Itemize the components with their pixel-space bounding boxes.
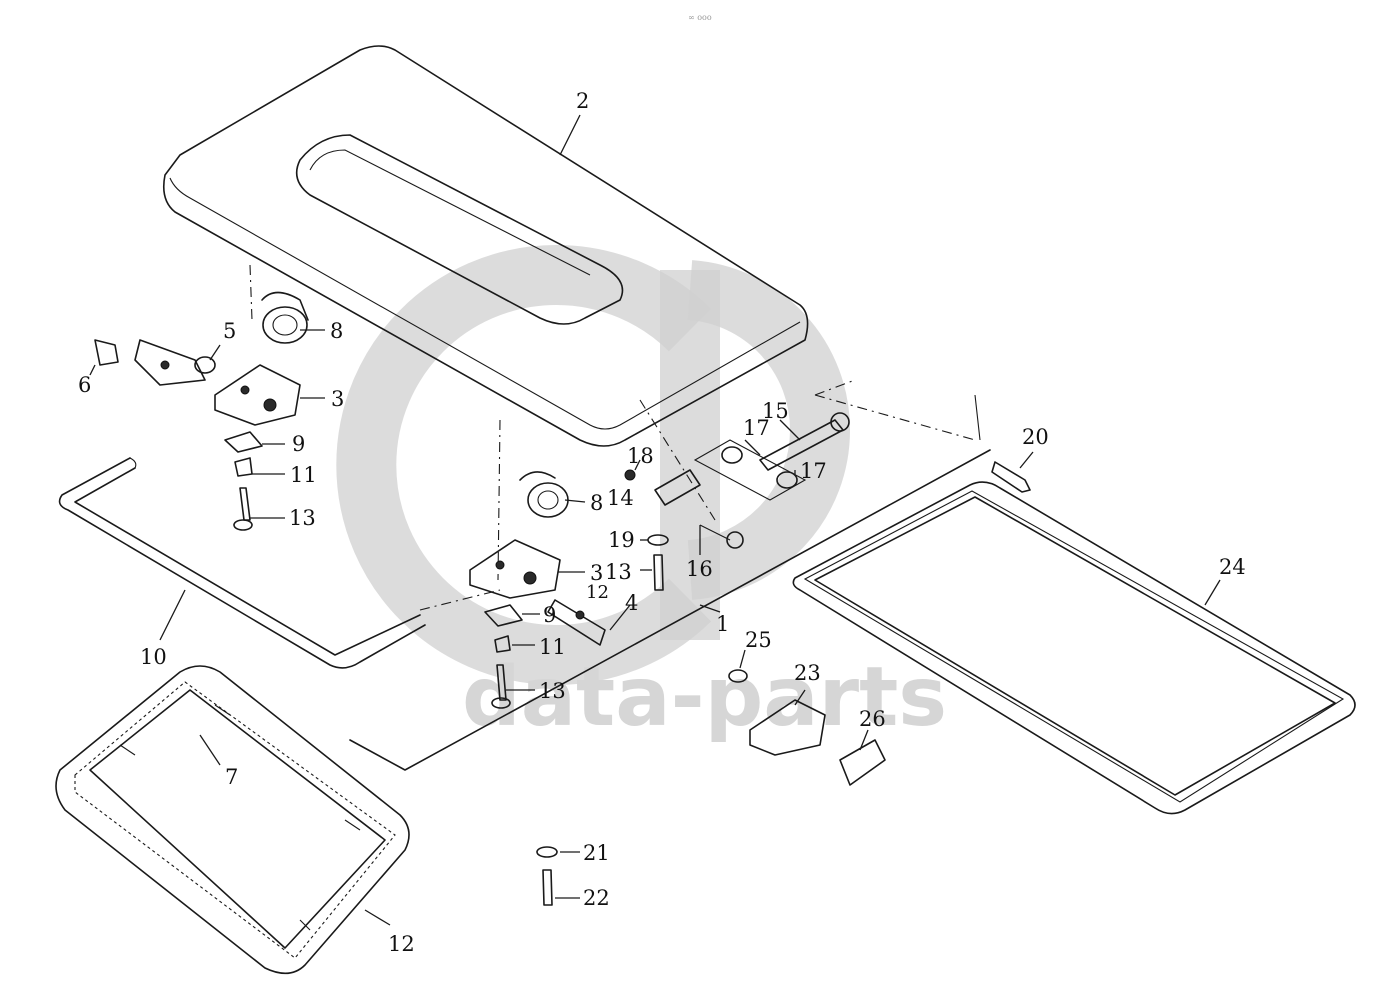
part-latch-lower: [547, 599, 606, 646]
part-hinge-assembly: [624, 412, 850, 549]
label-13-mid: 13: [605, 560, 632, 584]
label-5: 5: [223, 319, 236, 343]
label-12-frame: 12: [388, 932, 415, 956]
label-21: 21: [583, 841, 610, 865]
part-hinge-lower: [519, 471, 569, 518]
label-8-upper: 8: [330, 319, 343, 343]
label-4: 4: [625, 591, 638, 615]
label-16: 16: [686, 557, 713, 581]
part-seal-strip: [58, 457, 426, 669]
label-8-lower: 8: [590, 491, 603, 515]
label-11-lower: 11: [539, 635, 566, 659]
watermark-logo: data-parts: [336, 245, 947, 745]
label-23: 23: [794, 661, 821, 685]
label-7: 7: [225, 765, 238, 789]
part-gasket: [792, 481, 1356, 815]
part-latch: [94, 339, 216, 386]
part-stack-lower: [484, 604, 523, 709]
part-lock-23: [728, 669, 886, 786]
part-lower-frame: [55, 665, 410, 975]
part-labels: 2 8 5 6 3 9 11 13 10 7 12 8 3 12 9 11 13…: [78, 89, 1246, 956]
label-14: 14: [607, 486, 634, 510]
label-1: 1: [716, 612, 729, 636]
leader-lines: [89, 114, 1221, 926]
label-17-upper: 17: [743, 416, 770, 440]
label-12-pin: 12: [586, 582, 609, 603]
part-lid: [162, 45, 809, 447]
label-6: 6: [78, 373, 91, 397]
part-bolt-22: [536, 846, 558, 906]
label-10: 10: [140, 645, 167, 669]
label-13-upper: 13: [289, 506, 316, 530]
label-11-upper: 11: [290, 463, 317, 487]
label-3-upper: 3: [331, 387, 344, 411]
label-9-upper: 9: [292, 432, 305, 456]
label-15: 15: [762, 399, 789, 423]
label-18: 18: [627, 444, 654, 468]
label-19: 19: [608, 528, 635, 552]
part-bracket-lower: [469, 539, 561, 599]
label-25: 25: [745, 628, 772, 652]
label-26: 26: [859, 707, 886, 731]
part-hinge-upper: [261, 291, 309, 344]
watermark-top-mark: ∞ ooo: [688, 13, 712, 22]
label-17-lower: 17: [800, 459, 827, 483]
label-13-lower: 13: [539, 679, 566, 703]
label-24: 24: [1219, 555, 1246, 579]
part-base-frame: [249, 264, 991, 771]
watermark-brand: data-parts: [462, 650, 947, 745]
label-9-lower: 9: [543, 603, 556, 627]
label-2: 2: [576, 89, 589, 113]
part-stack-upper: [224, 431, 263, 531]
label-3-lower: 3: [590, 561, 603, 585]
label-20: 20: [1022, 425, 1049, 449]
part-bracket-upper: [214, 364, 301, 426]
label-22: 22: [583, 886, 610, 910]
part-bolt-20: [991, 461, 1031, 493]
